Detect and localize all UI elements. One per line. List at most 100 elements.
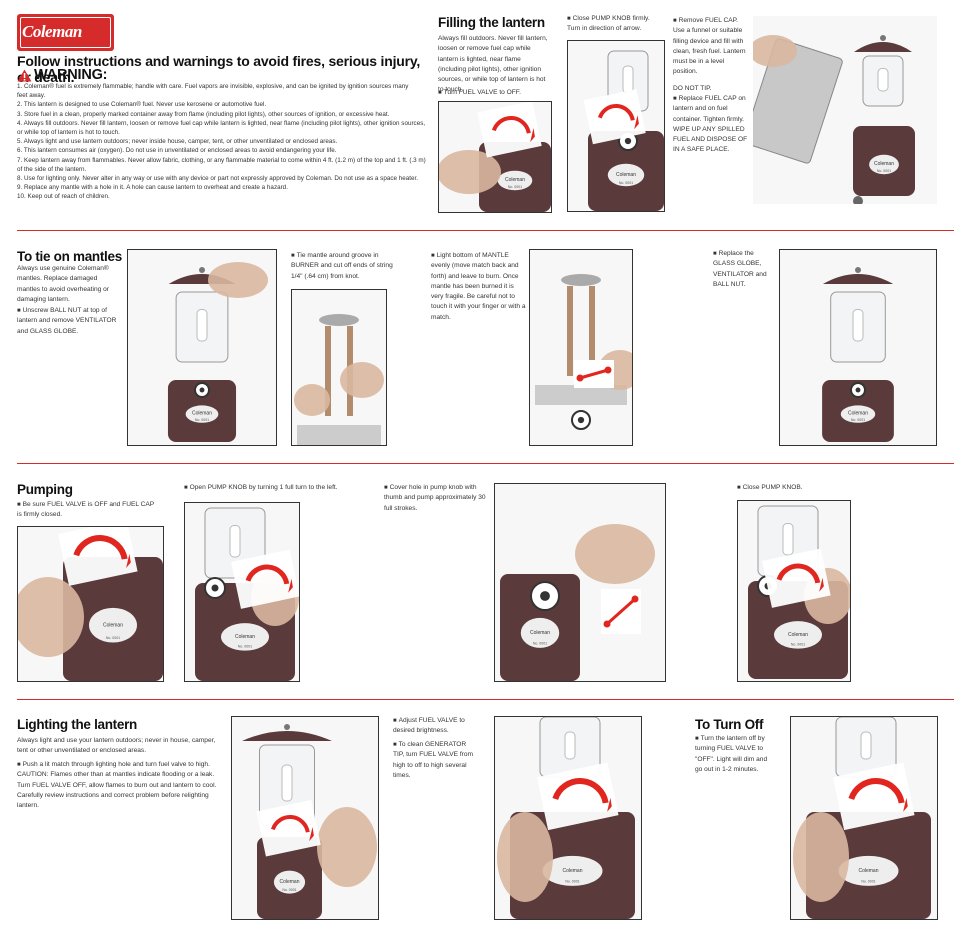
badge-number: No. 0001 xyxy=(533,642,547,646)
arrow-card xyxy=(762,548,831,608)
section-divider xyxy=(17,230,954,231)
arrow-head-icon xyxy=(607,797,612,812)
mantle xyxy=(229,525,241,558)
lighting-title: Lighting the lantern xyxy=(17,717,137,732)
pump-knob xyxy=(199,387,205,393)
badge-number: No. 0001 xyxy=(861,880,875,884)
pumping-title: Pumping xyxy=(17,482,73,497)
warning-item: 5. Always light and use lantern outdoors… xyxy=(17,138,338,146)
warning-item: 6. This lantern consumes air (oxygen). D… xyxy=(17,147,337,155)
mantle xyxy=(196,309,208,342)
rotate-arrow-icon xyxy=(552,778,609,804)
badge-number: No. 0001 xyxy=(877,169,891,173)
filling-step-4: Replace FUEL CAP on lantern and on fuel … xyxy=(673,94,750,156)
arrow-card xyxy=(536,762,619,831)
warning-label-row: WARNING: xyxy=(17,67,108,83)
badge-brand: Coleman xyxy=(279,879,299,885)
arrow-head-icon xyxy=(309,827,314,842)
mantle xyxy=(860,731,872,760)
pumping-step-2: Open PUMP KNOB by turning 1 full turn to… xyxy=(184,483,364,493)
double-arrow-icon xyxy=(579,368,609,380)
ball-nut xyxy=(199,267,205,273)
ventilator xyxy=(242,731,332,741)
badge-brand: Coleman xyxy=(616,172,636,178)
badge-number: No. 0001 xyxy=(195,418,209,422)
arrow-head-icon xyxy=(604,366,612,374)
mantles-title: To tie on mantles xyxy=(17,249,122,264)
badge-brand: Coleman xyxy=(530,630,550,636)
ventilator xyxy=(854,42,912,52)
badge-number: No. 0001 xyxy=(508,185,522,189)
arrow-head-icon xyxy=(631,595,639,603)
rotate-arrow-icon xyxy=(848,778,905,804)
filling-step-1: Turn FUEL VALVE to OFF. xyxy=(438,88,550,98)
warning-heading: Follow instructions and warnings to avoi… xyxy=(17,53,421,85)
hand-image xyxy=(439,150,501,194)
hand-image xyxy=(18,577,84,657)
hand-image xyxy=(575,524,655,584)
mantle xyxy=(852,309,864,342)
lantern-badge xyxy=(838,855,899,886)
arrow-head-icon xyxy=(634,115,639,130)
mantle xyxy=(281,764,293,802)
badge-number: No. 0001 xyxy=(851,418,865,422)
mantles-step-4: Replace the GLASS GLOBE, VENTILATOR and … xyxy=(713,249,773,290)
hand-image xyxy=(497,812,553,902)
rotate-arrow-icon xyxy=(270,815,310,833)
lantern-badge xyxy=(273,870,306,894)
rotate-arrow-icon xyxy=(597,104,635,121)
mantle xyxy=(564,731,576,760)
hand-image xyxy=(317,807,377,887)
pump-knob xyxy=(577,416,585,424)
lighting-step-2: Adjust FUEL VALVE to desired brightness. xyxy=(393,716,478,737)
section-divider xyxy=(17,463,954,464)
badge-brand: Coleman xyxy=(103,622,123,628)
badge-number: No. 0001 xyxy=(565,880,579,884)
burner-cap xyxy=(561,274,601,286)
coleman-logo: Coleman xyxy=(17,14,114,51)
hand-image xyxy=(340,362,384,398)
lighting-step-3: To clean GENERATOR TIP, turn FUEL VALVE … xyxy=(393,740,478,781)
mantle xyxy=(782,523,794,556)
pumping-step-4: Close PUMP KNOB. xyxy=(737,483,803,493)
arrow-head-icon xyxy=(126,553,131,568)
badge-brand: Coleman xyxy=(788,632,808,638)
warning-item: feet away. xyxy=(17,92,46,100)
ventilator xyxy=(822,274,894,284)
rotate-arrow-icon xyxy=(73,535,128,560)
filling-step-3: Remove FUEL CAP. Use a funnel or suitabl… xyxy=(673,16,750,78)
warning-label: WARNING: xyxy=(34,67,108,83)
badge-brand: Coleman xyxy=(874,161,894,167)
arrow-head-icon xyxy=(576,374,584,382)
hand-image xyxy=(208,262,268,298)
badge-number: No. 0001 xyxy=(106,636,120,640)
pumping-step-3: Cover hole in pump knob with thumb and p… xyxy=(384,483,494,514)
badge-number: No. 0001 xyxy=(238,645,252,649)
rotate-arrow-icon xyxy=(776,563,821,584)
badge-brand: Coleman xyxy=(192,411,212,417)
lantern-badge xyxy=(89,607,137,643)
badge-number: No. 0001 xyxy=(791,643,805,647)
warning-item: or while top of lantern is hot to touch. xyxy=(17,129,120,137)
photo-light-mantle xyxy=(529,249,633,446)
collar xyxy=(297,425,381,445)
lantern-badge xyxy=(185,405,219,423)
filling-step-2: Close PUMP KNOB firmly. Turn in directio… xyxy=(567,14,662,35)
hand-image xyxy=(294,384,330,416)
lighting-step-1: Push a lit match through lighting hole a… xyxy=(17,760,222,811)
photo-tie-mantle xyxy=(291,289,387,446)
warning-item: 4. Always fill outdoors. Never fill lant… xyxy=(17,119,426,127)
mantles-step-1: Unscrew BALL NUT at top of lantern and r… xyxy=(17,306,117,337)
pump-knob xyxy=(624,137,632,145)
arrow-head-icon xyxy=(288,578,293,593)
mantle xyxy=(622,65,634,94)
